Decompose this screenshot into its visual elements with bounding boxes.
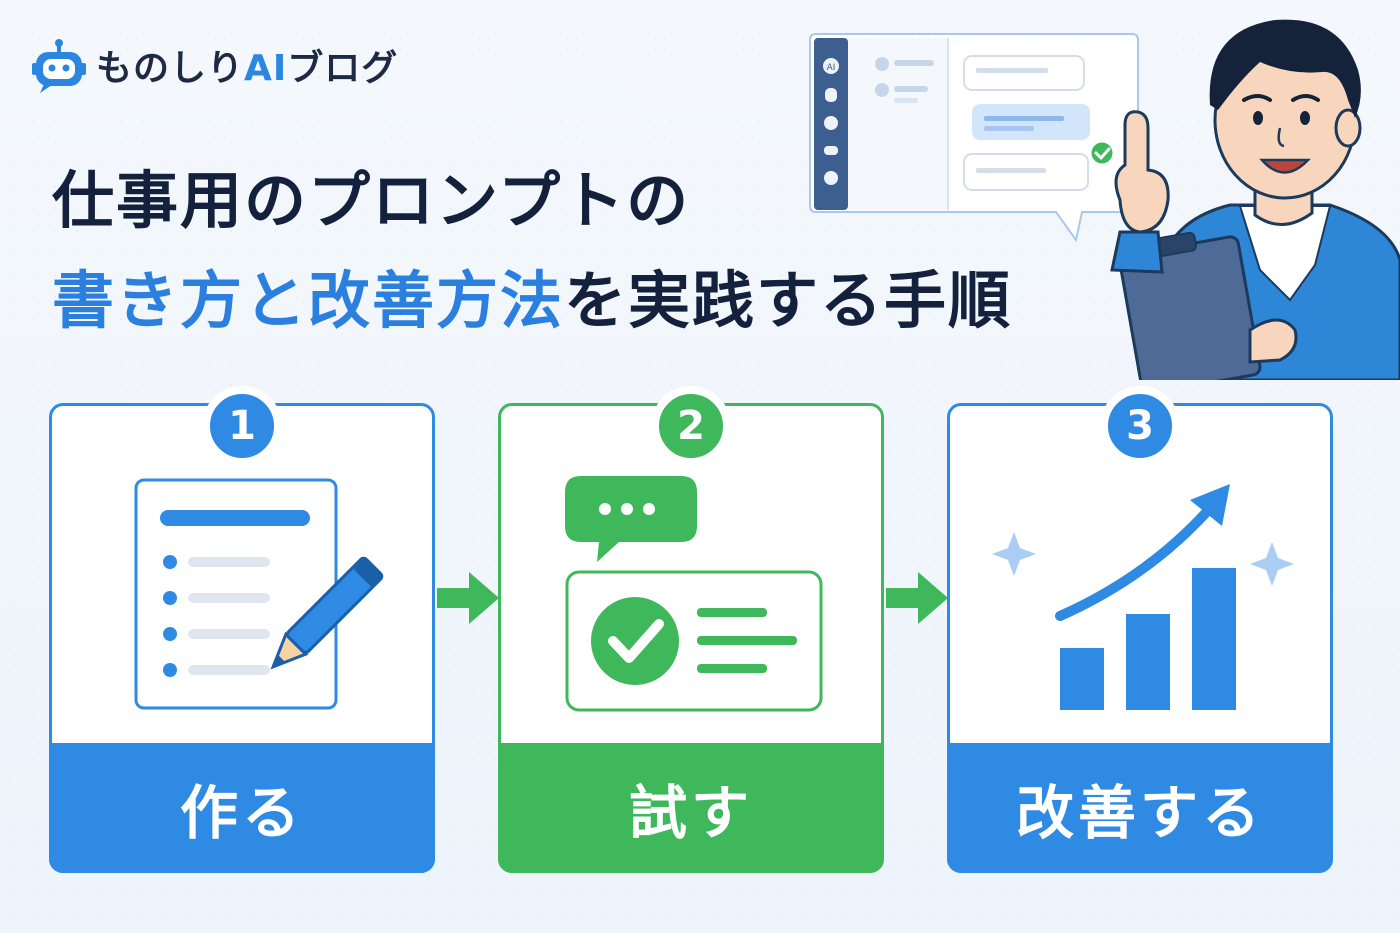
step-number-badge: 1 <box>202 386 282 466</box>
step-card-create[interactable]: 1 作る <box>49 386 435 873</box>
sidebar-ai-badge: AI <box>827 63 836 73</box>
robot-icon <box>32 39 86 93</box>
chat-check-icon <box>565 476 823 712</box>
step-label: 試す <box>498 743 884 873</box>
document-pencil-icon <box>134 478 384 710</box>
page-title-line2: 書き方と改善方法を実践する手順 <box>52 250 1012 340</box>
step-number-badge: 2 <box>651 386 731 466</box>
page-title-highlight: 書き方と改善方法 <box>52 264 565 337</box>
brand-logo[interactable]: ものしりAIブログ <box>30 36 398 94</box>
arrow-right-icon <box>437 572 499 624</box>
brand-name: ものしりAIブログ <box>96 39 398 91</box>
brand-name-prefix: ものしり <box>96 48 245 89</box>
brand-name-ai: AI <box>244 48 288 89</box>
step-number-badge: 3 <box>1100 386 1180 466</box>
growth-chart-icon <box>992 484 1294 710</box>
step-card-try[interactable]: 2 試す <box>498 386 884 873</box>
page-title-rest: を実践する手順 <box>564 264 1013 337</box>
presenter-illustration <box>1110 19 1400 380</box>
page-title-line1: 仕事用のプロンプトの <box>52 164 691 237</box>
step-card-improve[interactable]: 3 改善する <box>947 386 1333 873</box>
chat-window-illustration: AI <box>809 33 1139 243</box>
arrow-right-icon <box>886 572 948 624</box>
step-label: 改善する <box>947 743 1333 873</box>
step-label: 作る <box>49 743 435 873</box>
brand-name-suffix: ブログ <box>287 48 399 89</box>
check-icon <box>1088 139 1116 167</box>
